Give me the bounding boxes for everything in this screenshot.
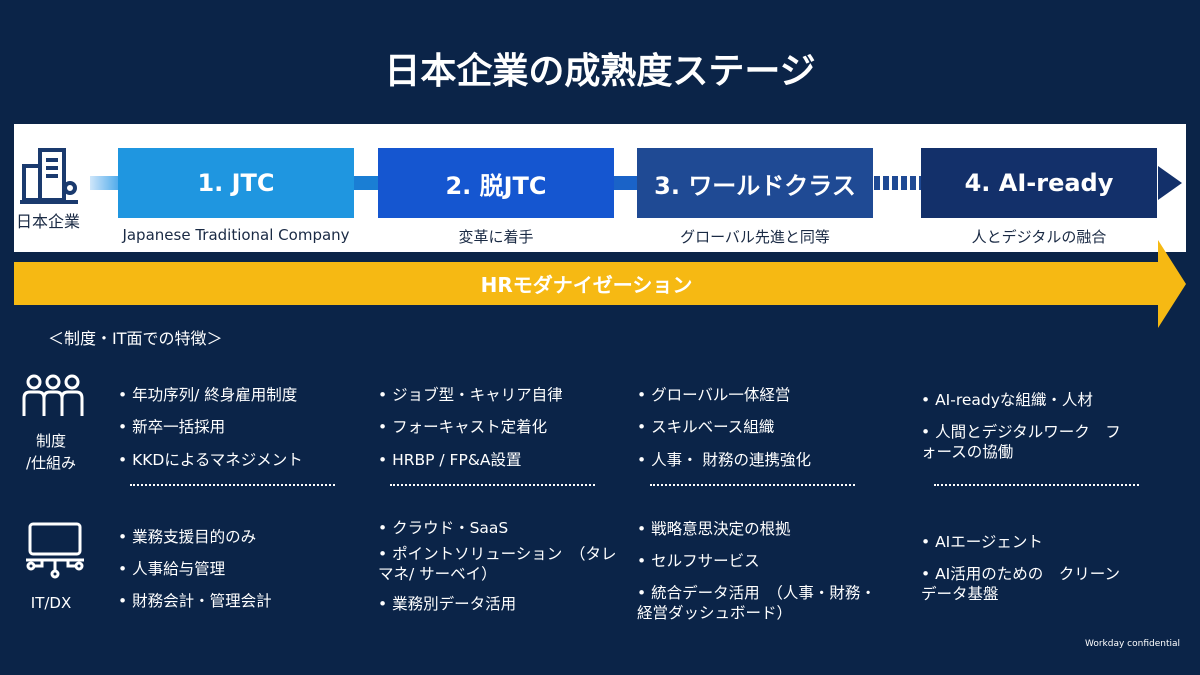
- it-label: IT/DX: [30, 594, 72, 612]
- laptop-network-icon: [26, 522, 84, 579]
- system-item: • HRBP / FP&A設置: [378, 451, 522, 469]
- it-item: • クラウド・SaaS: [378, 519, 509, 537]
- connector: [90, 176, 120, 190]
- it-item: • AIエージェント: [921, 533, 1043, 551]
- system-item: • AI-readyな組織・人材: [921, 391, 1093, 409]
- stage-4-subtitle: 人とデジタルの融合: [971, 228, 1107, 246]
- section-title: ＜制度・IT面での特徴＞: [48, 329, 223, 348]
- system-label-1: 制度: [35, 432, 66, 450]
- it-item: • 戦略意思決定の根拠: [637, 520, 791, 538]
- system-label-2: /仕組み: [25, 454, 77, 472]
- stage-1-subtitle: Japanese Traditional Company: [122, 226, 350, 244]
- arrow-head-icon: [1158, 166, 1182, 200]
- divider: [130, 484, 335, 486]
- company-label: 日本企業: [16, 212, 81, 231]
- it-item: • ポイントソリューション （タレマネ/ サーベイ）: [378, 545, 617, 583]
- stage-2-subtitle: 変革に着手: [458, 228, 534, 246]
- it-item: • 業務支援目的のみ: [118, 528, 257, 546]
- it-item: • 人事給与管理: [118, 560, 226, 578]
- divider: [934, 484, 1139, 486]
- system-item: • ジョブ型・キャリア自律: [378, 386, 563, 404]
- stage-4: 4. AI-ready: [921, 148, 1157, 218]
- it-item: • 業務別データ活用: [378, 595, 517, 613]
- connector: [354, 176, 380, 190]
- system-item: • 年功序列/ 終身雇用制度: [118, 386, 298, 404]
- divider: [390, 484, 595, 486]
- hr-arrow-head: [1158, 240, 1186, 328]
- stage-1: 1. JTC: [118, 148, 354, 218]
- system-item: • 人事・ 財務の連携強化: [637, 451, 811, 469]
- system-item: • スキルベース組織: [637, 418, 775, 436]
- system-item: • グローバル一体経営: [637, 386, 791, 404]
- stage-3: 3. ワールドクラス: [637, 148, 873, 218]
- divider: [650, 484, 855, 486]
- it-item: • AI活用のための クリーンデータ基盤: [921, 565, 1120, 603]
- it-item: • 財務会計・管理会計: [118, 592, 272, 610]
- system-item: • フォーキャスト定着化: [378, 418, 548, 436]
- page-title: 日本企業の成熟度ステージ: [384, 51, 816, 92]
- it-item: • 統合データ活用 （人事・財務・経営ダッシュボード）: [637, 584, 876, 622]
- people-icon: [22, 374, 84, 416]
- confidential-label: Workday confidential: [1084, 639, 1180, 649]
- stage-3-subtitle: グローバル先進と同等: [680, 228, 830, 246]
- system-item: • 新卒一括採用: [118, 418, 226, 436]
- system-item: • 人間とデジタルワーク フォースの協働: [921, 423, 1121, 461]
- system-item: • KKDによるマネジメント: [118, 451, 303, 469]
- hr-modernization-arrow: HRモダナイゼーション: [14, 262, 1159, 305]
- it-item: • セルフサービス: [637, 552, 760, 570]
- connector: [614, 176, 639, 190]
- stage-2: 2. 脱JTC: [378, 148, 614, 218]
- building-icon: [20, 148, 78, 204]
- dashed-connector: [874, 176, 922, 190]
